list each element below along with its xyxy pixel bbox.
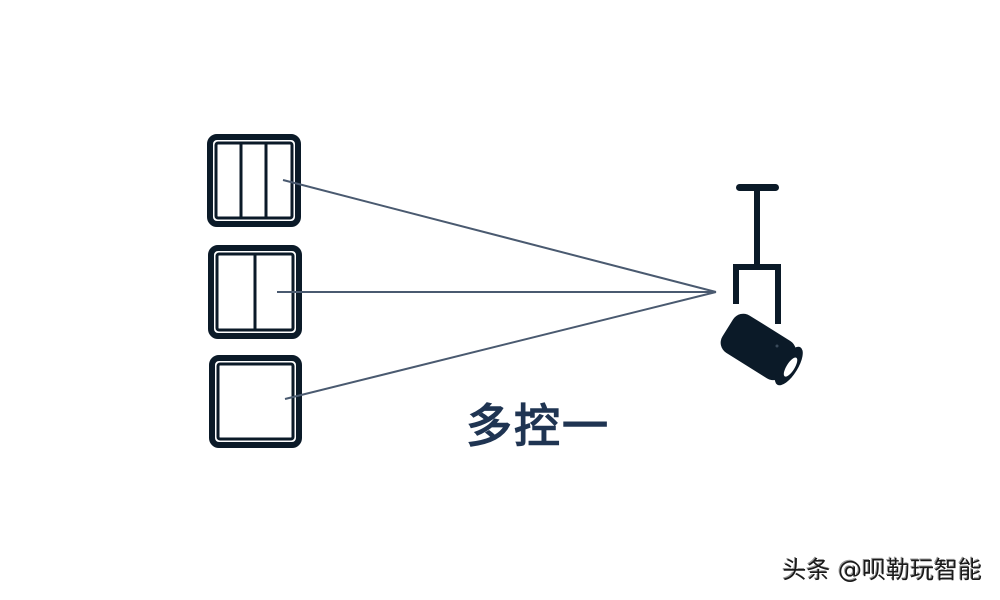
connection-lines <box>277 179 717 400</box>
switch-one-gang-icon <box>209 355 302 448</box>
watermark: 头条 @呗勒玩智能 <box>782 556 982 584</box>
spotlight-icon <box>720 184 803 386</box>
connection-line-1 <box>282 179 717 293</box>
connection-line-3 <box>284 291 717 400</box>
switch-three-gang-icon <box>207 134 301 227</box>
diagram-caption: 多控一 <box>466 399 610 453</box>
